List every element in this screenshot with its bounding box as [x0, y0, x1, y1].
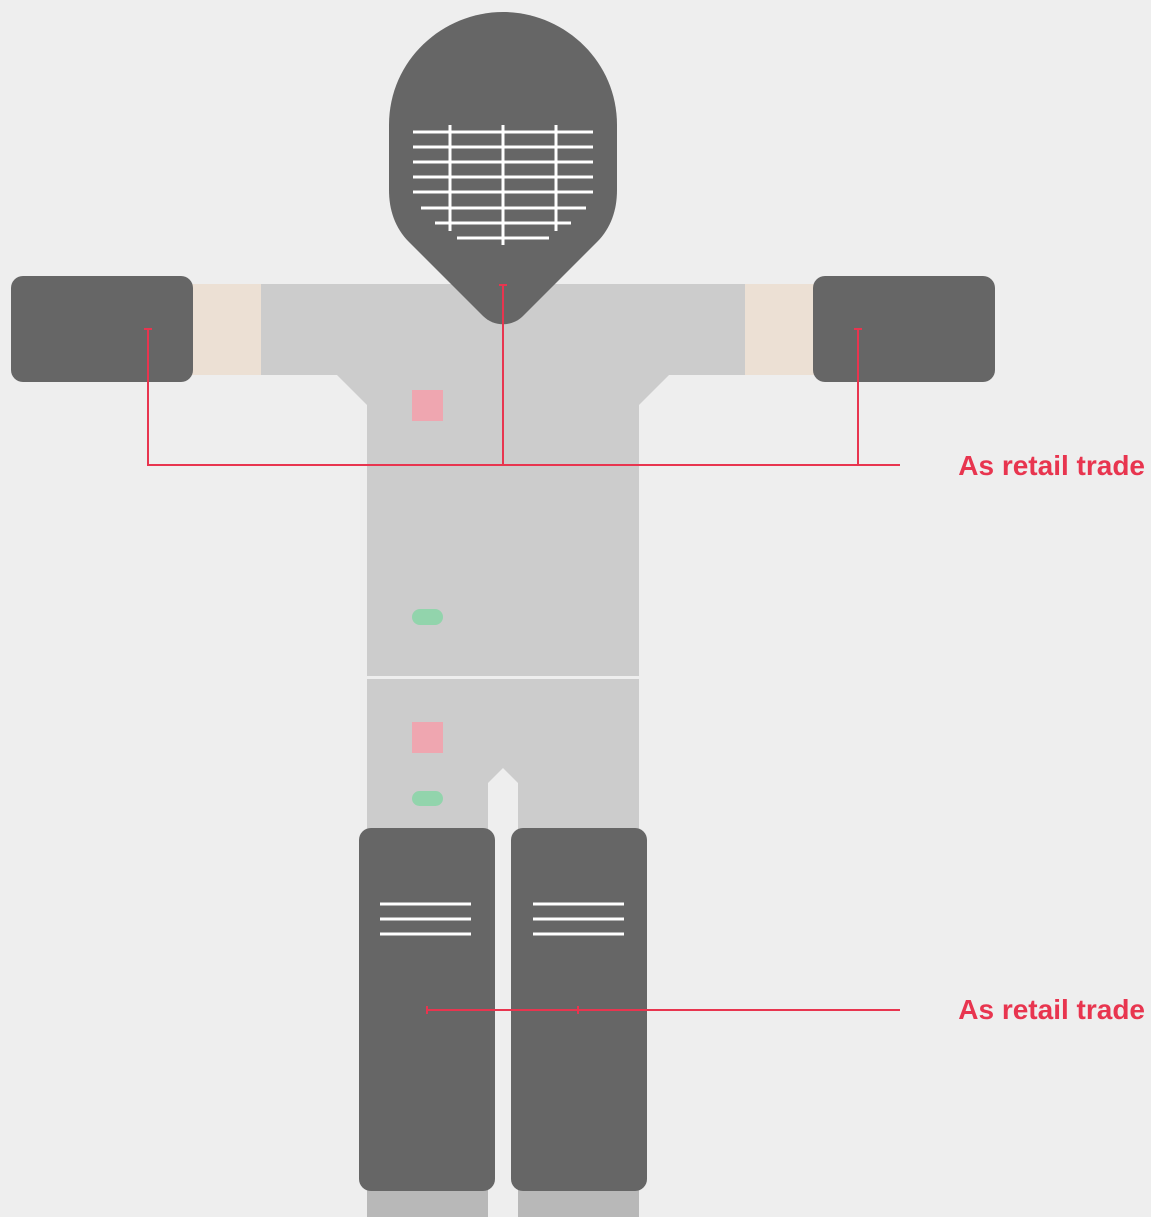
right-forearm	[742, 284, 818, 375]
thigh-tab	[412, 791, 443, 806]
right-glove	[813, 276, 995, 382]
chest-patch	[412, 390, 443, 421]
belt-tab	[412, 609, 443, 625]
left-forearm	[188, 284, 264, 375]
waist-seam	[367, 676, 639, 679]
hip-patch	[412, 722, 443, 753]
left-glove	[11, 276, 193, 382]
callout-label-lower: As retail trade	[958, 994, 1145, 1026]
callout-label-upper: As retail trade	[958, 450, 1145, 482]
